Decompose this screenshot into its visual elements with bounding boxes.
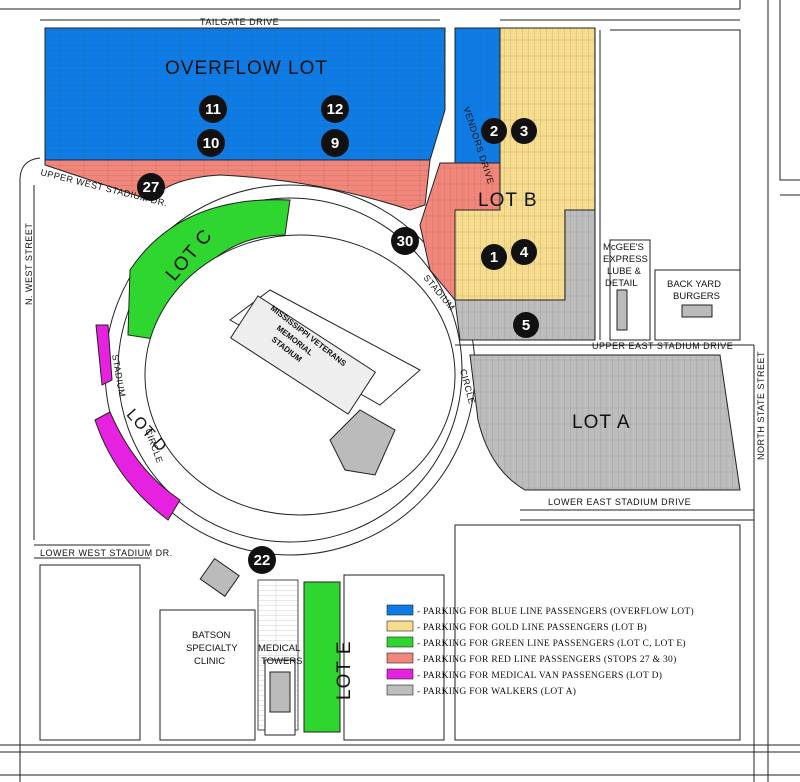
legend-item-green: - PARKING FOR GREEN LINE PASSENGERS (LOT… xyxy=(386,636,686,649)
stadium-circle-left-label-1: STADIUM xyxy=(110,354,127,398)
batson-building xyxy=(199,557,240,597)
svg-text:2: 2 xyxy=(490,123,498,140)
legend-swatch-gray xyxy=(386,684,414,696)
stadium xyxy=(144,234,456,516)
tailgate-drive-label: TAILGATE DRIVE xyxy=(200,17,279,27)
legend-item-blue: - PARKING FOR BLUE LINE PASSENGERS (OVER… xyxy=(386,604,694,617)
overflow-lot-label: OVERFLOW LOT xyxy=(165,58,328,79)
medical-label-2: TOWERS xyxy=(261,656,303,667)
lot-d-area[interactable] xyxy=(94,324,181,521)
stop-markers: 11 12 10 9 2 3 27 30 1 4 5 22 xyxy=(137,95,539,574)
legend-swatch-magenta xyxy=(386,668,414,680)
stop-11[interactable]: 11 xyxy=(199,95,227,123)
stop-5[interactable]: 5 xyxy=(513,312,539,338)
lot-b-label: LOT B xyxy=(478,190,538,211)
n-west-street-label: N. WEST STREET xyxy=(24,223,34,305)
legend-text-gray: - PARKING FOR WALKERS (LOT A) xyxy=(417,686,576,697)
svg-text:3: 3 xyxy=(520,123,528,140)
red-line-parking-area[interactable] xyxy=(44,159,501,302)
lot-a-area[interactable] xyxy=(469,354,741,491)
stop-1[interactable]: 1 xyxy=(481,244,507,270)
mcgee-label-3: LUBE & xyxy=(607,266,641,277)
legend-swatch-gold xyxy=(386,620,414,632)
legend-text-green: - PARKING FOR GREEN LINE PASSENGERS (LOT… xyxy=(417,638,686,649)
svg-text:4: 4 xyxy=(520,244,529,261)
stop-12[interactable]: 12 xyxy=(321,95,349,123)
stop-30[interactable]: 30 xyxy=(391,227,419,255)
svg-text:10: 10 xyxy=(203,135,220,152)
legend-text-magenta: - PARKING FOR MEDICAL VAN PASSENGERS (LO… xyxy=(417,670,662,681)
backyard-building xyxy=(681,304,713,318)
legend-item-gold: - PARKING FOR GOLD LINE PASSENGERS (LOT … xyxy=(386,620,647,633)
lot-b-area[interactable] xyxy=(454,27,596,301)
legend-text-gold: - PARKING FOR GOLD LINE PASSENGERS (LOT … xyxy=(417,622,647,633)
backyard-label-1: BACK YARD xyxy=(667,279,721,290)
mcgee-label-1: McGEE'S xyxy=(603,242,644,253)
backyard-label-2: BURGERS xyxy=(673,291,720,302)
stop-27[interactable]: 27 xyxy=(137,173,165,201)
lot-e-label: LOT E xyxy=(334,640,355,700)
lower-west-stadium-dr-label: LOWER WEST STADIUM DR. xyxy=(40,548,173,558)
legend: - PARKING FOR BLUE LINE PASSENGERS (OVER… xyxy=(386,604,694,697)
svg-text:27: 27 xyxy=(143,179,160,196)
overflow-lot-area[interactable] xyxy=(44,27,501,164)
svg-text:11: 11 xyxy=(205,101,221,118)
legend-item-magenta: - PARKING FOR MEDICAL VAN PASSENGERS (LO… xyxy=(386,668,662,681)
stop-10[interactable]: 10 xyxy=(197,129,225,157)
svg-text:12: 12 xyxy=(327,101,344,118)
mcgee-label-2: EXPRESS xyxy=(603,254,648,265)
mcgee-label-4: DETAIL xyxy=(605,278,638,289)
lot-a-label: LOT A xyxy=(572,412,631,433)
batson-label-3: CLINIC xyxy=(194,656,225,667)
north-state-street-label: NORTH STATE STREET xyxy=(756,351,766,460)
legend-item-red: - PARKING FOR RED LINE PASSENGERS (STOPS… xyxy=(386,652,677,665)
svg-text:30: 30 xyxy=(397,233,414,250)
stop-2[interactable]: 2 xyxy=(481,118,507,144)
buildings xyxy=(199,289,713,597)
medical-parking xyxy=(257,579,299,736)
batson-label-2: SPECIALTY xyxy=(186,643,238,654)
lower-east-stadium-drive-label: LOWER EAST STADIUM DRIVE xyxy=(548,497,691,507)
legend-text-red: - PARKING FOR RED LINE PASSENGERS (STOPS… xyxy=(417,654,677,665)
legend-swatch-green xyxy=(386,636,414,648)
mcgee-building xyxy=(616,289,628,331)
stop-4[interactable]: 4 xyxy=(511,239,537,265)
legend-text-blue: - PARKING FOR BLUE LINE PASSENGERS (OVER… xyxy=(417,606,694,617)
svg-text:22: 22 xyxy=(254,552,271,569)
legend-swatch-red xyxy=(386,652,414,664)
stop-22[interactable]: 22 xyxy=(248,546,276,574)
stop-9[interactable]: 9 xyxy=(321,129,349,157)
svg-text:9: 9 xyxy=(331,135,339,152)
walkers-parking-lot-b-south[interactable] xyxy=(454,209,596,341)
medical-label-1: MEDICAL xyxy=(258,643,300,654)
lot-e-area[interactable] xyxy=(303,581,341,733)
upper-east-stadium-drive-label: UPPER EAST STADIUM DRIVE xyxy=(592,341,733,351)
batson-label-1: BATSON xyxy=(192,630,230,641)
legend-item-gray: - PARKING FOR WALKERS (LOT A) xyxy=(386,684,576,697)
svg-text:5: 5 xyxy=(522,317,530,334)
stop-3[interactable]: 3 xyxy=(511,118,537,144)
svg-text:1: 1 xyxy=(490,249,498,266)
legend-swatch-blue xyxy=(386,604,414,616)
